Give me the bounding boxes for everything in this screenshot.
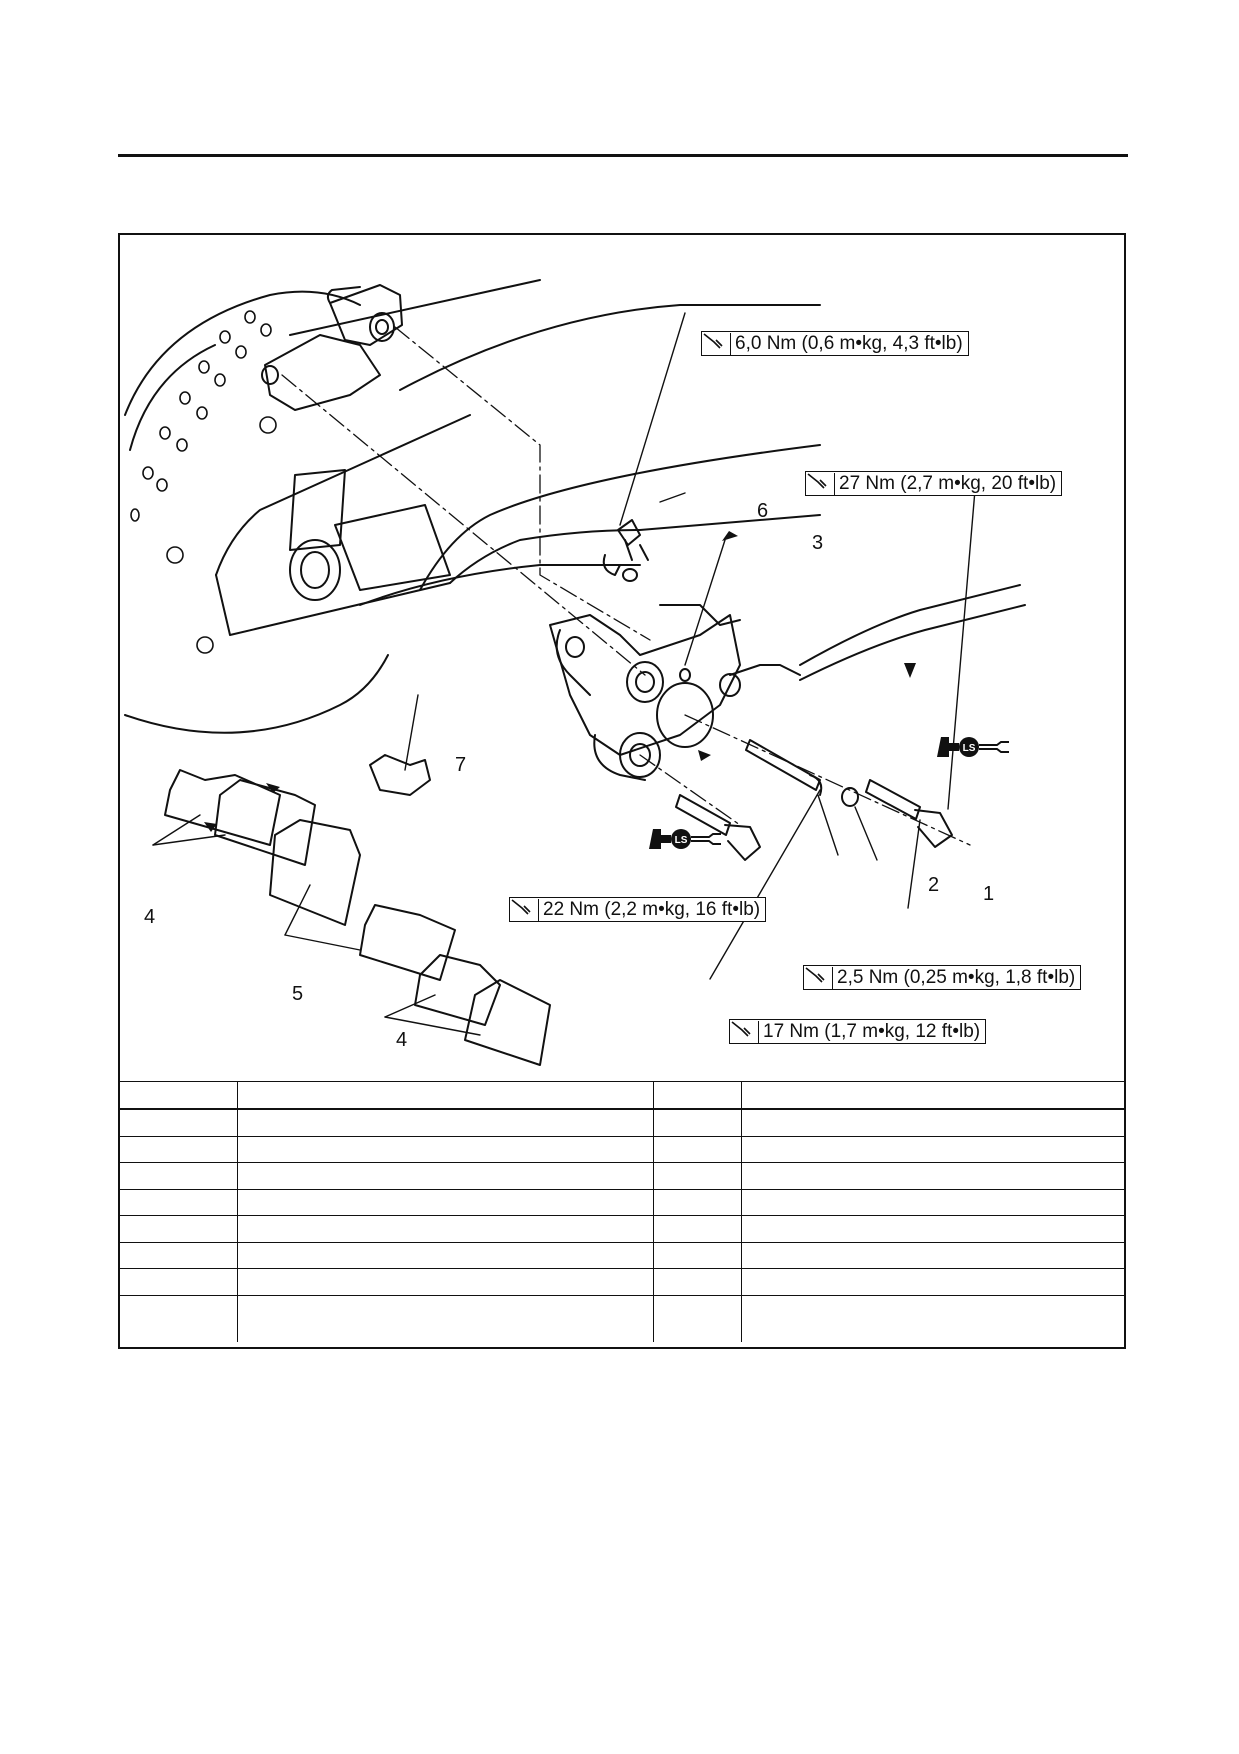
table-cell [237,1241,654,1269]
table-cell [237,1268,654,1295]
table-cell [741,1188,1124,1216]
table-cell [120,1188,238,1216]
table-cell [741,1215,1124,1242]
brake-hose [799,584,1021,666]
brake-pad-4c [414,954,501,1026]
table-cell [120,1108,238,1136]
torque-pad-pin-value: 27 Nm (2,7 m•kg, 20 ft•lb) [839,472,1057,494]
table-cell [120,1135,238,1163]
table-cell [120,1081,238,1109]
caliper-bracket [264,334,381,411]
table-cell [741,1081,1124,1109]
callout-6: 6 [757,500,769,522]
table-cell [653,1108,742,1136]
swingarm [289,279,541,336]
table-cell [237,1108,654,1136]
table-row [120,1135,1124,1163]
table-cell [653,1294,742,1342]
table-cell [741,1241,1124,1269]
torque-pad-pin: 27 Nm (2,7 m•kg, 20 ft•lb) [805,471,1063,496]
callout-3: 3 [812,532,824,554]
torque-caliper-bolt-value: 22 Nm (2,2 m•kg, 16 ft•lb) [543,898,761,920]
torque-wrench-icon [510,898,539,921]
ls-label: LS [675,835,688,846]
callout-7: 7 [455,754,467,776]
caliper [549,614,741,756]
parts-table [120,1081,1124,1342]
table-cell [237,1162,654,1189]
table-cell [741,1294,1124,1342]
table-cell [237,1294,654,1342]
table-cell [653,1188,742,1216]
torque-plug: 2,5 Nm (0,25 m•kg, 1,8 ft•lb) [803,965,1082,990]
brake-pad-4b [214,779,316,866]
brake-pad-4a [164,769,281,846]
bleed-screw [617,519,641,546]
brake-caliper-drawing [124,279,1026,1066]
table-cell [653,1135,742,1163]
plug [841,787,859,807]
callout-1: 1 [983,883,995,905]
table-row [120,1241,1124,1269]
table-cell [741,1268,1124,1295]
caliper-bolt-lower [675,794,731,836]
table-cell [653,1241,742,1269]
torque-wrench-icon [702,332,731,355]
torque-bleed-screw-value: 6,0 Nm (0,6 m•kg, 4,3 ft•lb) [735,332,963,354]
table-cell [120,1294,238,1342]
table-cell [653,1081,742,1109]
diagram-frame: 6,0 Nm (0,6 m•kg, 4,3 ft•lb) 27 Nm (2,7 … [118,233,1126,1349]
table-cell [653,1215,742,1242]
table-cell [120,1215,238,1242]
torque-wrench-icon [804,966,833,989]
table-row [120,1268,1124,1295]
table-cell [653,1162,742,1189]
callout-5: 5 [292,983,304,1005]
table-row [120,1108,1124,1136]
torque-caliper-bolt: 22 Nm (2,2 m•kg, 16 ft•lb) [509,897,767,922]
table-cell [741,1108,1124,1136]
table-cell [741,1162,1124,1189]
torque-plug-value: 2,5 Nm (0,25 m•kg, 1,8 ft•lb) [837,966,1076,988]
table-cell [741,1135,1124,1163]
header-rule [118,154,1128,157]
table-cell [237,1188,654,1216]
pad-spring [369,754,431,796]
table-row [120,1162,1124,1189]
torque-bracket-bolt-value: 17 Nm (1,7 m•kg, 12 ft•lb) [763,1020,981,1042]
table-cell [120,1162,238,1189]
table-row [120,1188,1124,1216]
table-cell [237,1081,654,1109]
callout-4-left: 4 [144,906,156,928]
callout-2: 2 [928,874,940,896]
pad-pin [745,739,821,791]
caliper-bolt-upper [865,779,921,820]
table-row [120,1215,1124,1242]
table-cell [237,1135,654,1163]
torque-wrench-icon [806,472,835,495]
table-cell [120,1268,238,1295]
table-cell [237,1215,654,1242]
table-row [120,1294,1124,1342]
brake-disc [124,290,361,416]
callout-4-bottom: 4 [396,1029,408,1051]
table-cell [120,1241,238,1269]
exploded-diagram: 6,0 Nm (0,6 m•kg, 4,3 ft•lb) 27 Nm (2,7 … [120,235,1124,1081]
torque-bleed-screw: 6,0 Nm (0,6 m•kg, 4,3 ft•lb) [701,331,969,356]
table-header-row [120,1081,1124,1109]
brake-pad-5a [269,819,361,926]
ls-label: LS [963,743,976,754]
table-cell [653,1268,742,1295]
torque-wrench-icon [730,1020,759,1043]
brake-pad-5b [359,904,456,981]
torque-bracket-bolt: 17 Nm (1,7 m•kg, 12 ft•lb) [729,1019,987,1044]
